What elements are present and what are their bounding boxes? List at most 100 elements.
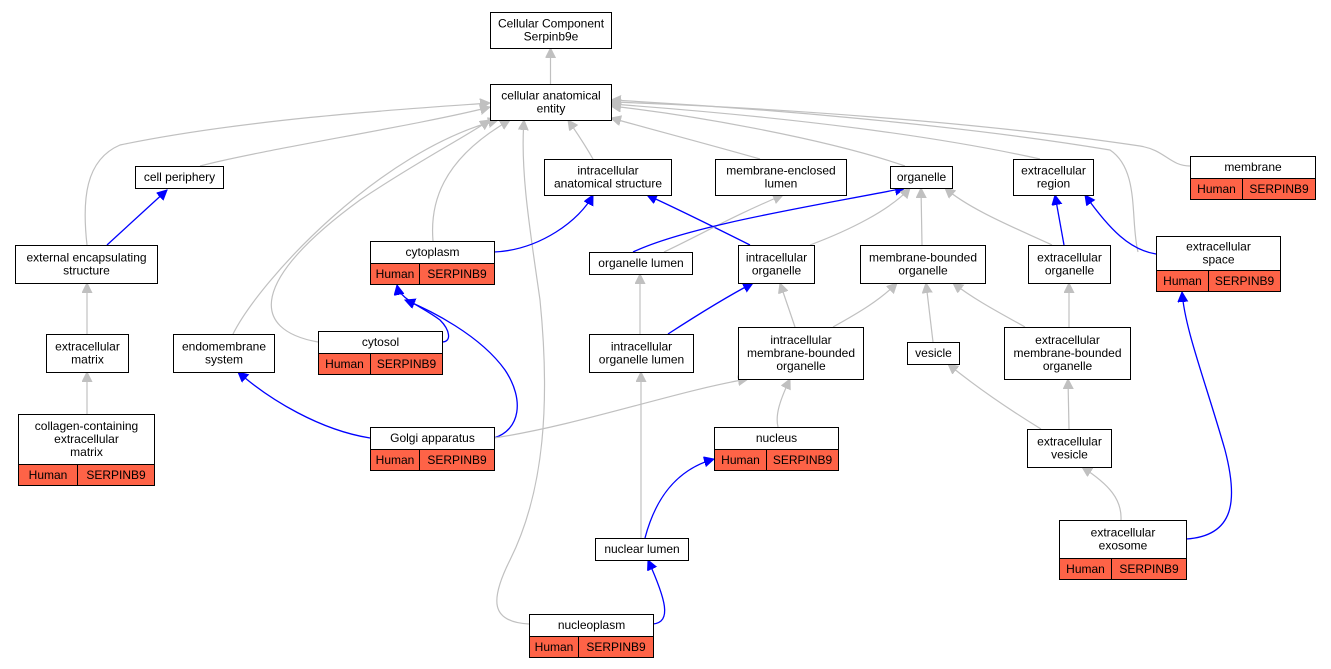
node-collagen-ecm-label-line: matrix	[70, 445, 103, 459]
node-cell-periphery[interactable]: cell periphery	[135, 166, 224, 189]
node-collagen-ecm-box	[18, 414, 155, 465]
edge-ic-org-lumen-to-ic-org	[667, 282, 753, 335]
node-nucleus-annotation-row	[714, 449, 839, 471]
node-mb-org-label-line: organelle	[898, 264, 948, 278]
node-nuclear-lumen-box	[595, 538, 689, 561]
node-membrane-label-line: membrane	[1224, 160, 1282, 174]
node-collagen-ecm-annotation-row	[18, 464, 155, 486]
node-ec-org-label-line: extracellular	[1037, 251, 1102, 265]
node-ees-label-line: structure	[63, 264, 110, 278]
node-mb-org-box	[860, 245, 986, 284]
node-cae-label-line: cellular anatomical	[501, 89, 600, 103]
node-nucleus-label-line: nucleus	[756, 431, 797, 445]
node-ecr-box	[1013, 159, 1094, 196]
node-cytosol-label-line: cytosol	[362, 335, 399, 349]
node-ec-space-annotation-row	[1156, 270, 1281, 292]
node-ic-org-lumen-label-line: intracellular	[611, 340, 672, 354]
edge-nucleoplasm-to-nuclear-lumen	[648, 560, 666, 625]
node-ec-mb-org-label-line: organelle	[1043, 359, 1093, 373]
node-mb-org-label-line: membrane-bounded	[869, 251, 977, 265]
edges-layer	[85, 48, 1233, 625]
node-organelle[interactable]: organelle	[890, 166, 953, 189]
node-ec-space-box	[1156, 236, 1281, 271]
node-ic-mb-org-label-line: intracellular	[770, 333, 831, 347]
node-nucleus-species: Human	[721, 453, 760, 467]
node-mel-box	[715, 159, 847, 196]
edge-cell-periphery-to-cae	[199, 107, 490, 167]
edge-ec-org-to-organelle	[945, 188, 1053, 246]
node-collagen-ecm[interactable]: collagen-containingextracellularmatrixHu…	[18, 414, 155, 486]
node-ees-box	[15, 245, 158, 284]
node-ec-vesicle-box	[1027, 429, 1112, 468]
edge-ec-exosome-to-ec-vesicle	[1082, 467, 1122, 521]
edge-ec-mb-org-to-mb-org	[953, 283, 1026, 328]
node-organelle-label-line: organelle	[897, 170, 947, 184]
node-ic-mb-org-label-line: organelle	[776, 359, 826, 373]
edge-ic-org-to-ias	[647, 195, 751, 246]
node-ec-exosome-species: Human	[1066, 562, 1105, 576]
node-nucleoplasm-species: Human	[535, 640, 574, 654]
edge-cytosol-to-cytoplasm	[397, 285, 450, 343]
edge-ic-org-to-organelle	[809, 188, 910, 246]
node-nucleus-gene: SERPINB9	[773, 453, 833, 467]
node-vesicle[interactable]: vesicle	[907, 342, 960, 365]
node-nucleoplasm-annotation-row	[529, 636, 654, 658]
node-vesicle-label-line: vesicle	[915, 346, 952, 360]
node-golgi-gene: SERPINB9	[427, 453, 487, 467]
node-vesicle-box	[907, 342, 960, 365]
node-nuclear-lumen-label-line: nuclear lumen	[604, 542, 679, 556]
node-golgi-species: Human	[376, 453, 415, 467]
node-cytoplasm-species: Human	[376, 267, 415, 281]
node-ec-space-gene: SERPINB9	[1215, 274, 1275, 288]
node-organelle-box	[890, 166, 953, 189]
edge-golgi-to-cytoplasm	[405, 300, 518, 439]
node-nuclear-lumen[interactable]: nuclear lumen	[595, 538, 689, 561]
edge-cytoplasm-to-cae	[431, 120, 510, 242]
edge-nuclear-lumen-to-nucleus	[644, 459, 714, 539]
edge-ecr-to-cae	[611, 104, 1041, 160]
node-cytosol-species: Human	[325, 357, 364, 371]
node-ecr-label-line: extracellular	[1021, 164, 1086, 178]
node-org-lumen-box	[589, 252, 693, 275]
node-ecm-label-line: matrix	[71, 353, 104, 367]
node-ic-org-label-line: organelle	[752, 264, 802, 278]
node-ecr-label-line: region	[1037, 177, 1070, 191]
node-cae-box	[490, 84, 612, 121]
node-ecm-box	[46, 334, 129, 373]
node-collagen-ecm-label-line: collagen-containing	[35, 419, 138, 433]
node-ic-mb-org-box	[738, 327, 864, 380]
node-cytoplasm-gene: SERPINB9	[427, 267, 487, 281]
edge-ec-exosome-to-ec-space	[1182, 292, 1233, 540]
edge-ias-to-cae	[568, 120, 594, 160]
node-ic-mb-org-label-line: membrane-bounded	[747, 346, 855, 360]
node-ec-exosome-gene: SERPINB9	[1119, 562, 1179, 576]
node-collagen-ecm-label-line: extracellular	[54, 432, 119, 446]
node-org-lumen[interactable]: organelle lumen	[589, 252, 693, 275]
edge-vesicle-to-mb-org	[926, 283, 934, 343]
edge-ec-org-to-ecr	[1055, 195, 1065, 246]
